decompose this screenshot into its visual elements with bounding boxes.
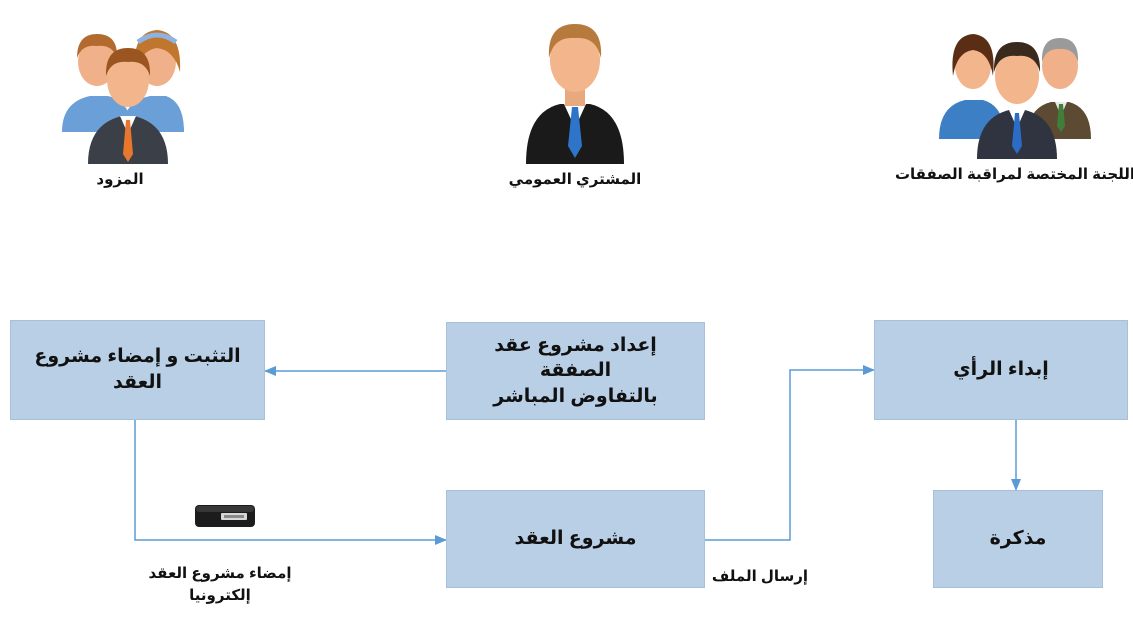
box-memo-text: مذكرة xyxy=(989,528,1047,550)
box-prepare-contract: إعداد مشروع عقد الصفقة بالتفاوض المباشر xyxy=(446,322,705,420)
group-users-icon xyxy=(62,30,184,164)
committee-icon xyxy=(939,34,1091,159)
box-verify-sign: التثبت و إمضاء مشروع العقد xyxy=(10,320,265,420)
actor-committee-label: اللجنة المختصة لمراقبة الصفقات xyxy=(894,166,1133,183)
actor-buyer: المشتري العمومي xyxy=(490,8,660,188)
actor-supplier-label: المزود xyxy=(96,171,144,188)
actor-supplier: المزود xyxy=(40,14,200,188)
box-prepare-contract-text: إعداد مشروع عقد الصفقة بالتفاوض المباشر xyxy=(493,334,658,407)
actor-buyer-label: المشتري العمومي xyxy=(508,171,642,188)
actor-committee: اللجنة المختصة لمراقبة الصفقات xyxy=(895,14,1133,183)
arrow-contract-to-opinion xyxy=(705,365,875,541)
businessman-icon xyxy=(526,24,624,164)
label-send-file: إرسال الملف xyxy=(711,568,809,585)
usb-key-icon xyxy=(195,505,255,527)
box-give-opinion-text: إبداء الرأي xyxy=(953,359,1049,381)
box-give-opinion: إبداء الرأي xyxy=(874,320,1128,420)
box-memo: مذكرة xyxy=(933,490,1103,588)
box-verify-sign-text: التثبت و إمضاء مشروع العقد xyxy=(34,346,241,393)
label-e-sign: إمضاء مشروع العقد إلكترونيا xyxy=(148,565,292,604)
box-contract-draft-text: مشروع العقد xyxy=(514,528,637,550)
arrow-verify-to-contract xyxy=(134,420,447,545)
box-contract-draft: مشروع العقد xyxy=(446,490,705,588)
